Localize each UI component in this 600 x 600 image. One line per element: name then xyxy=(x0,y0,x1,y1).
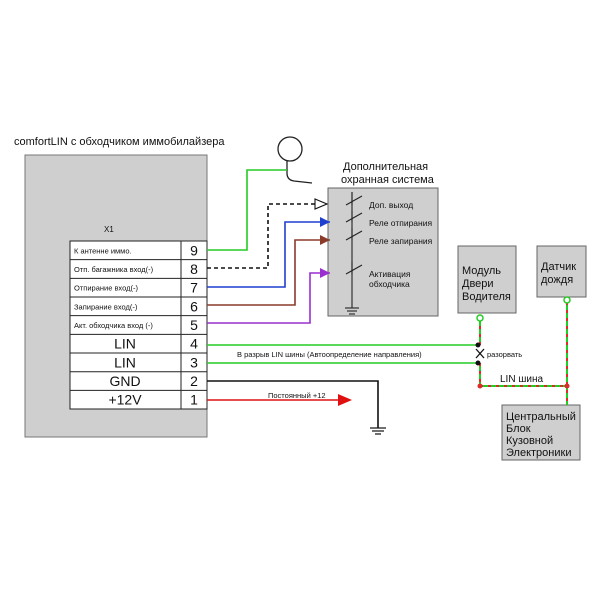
driver-door-line1: Модуль xyxy=(462,265,501,277)
wire-lock xyxy=(207,239,330,306)
wire-trunk xyxy=(207,203,315,269)
central-line4: Электроники xyxy=(506,447,571,459)
pin-number: 2 xyxy=(190,373,198,389)
relay-contacts xyxy=(345,192,363,315)
pin-number: 1 xyxy=(190,392,198,408)
central-line2: Блок xyxy=(506,423,531,435)
pin-number: 4 xyxy=(190,336,198,352)
central-body-module xyxy=(501,404,581,461)
diagram-title: comfortLIN с обходчиком иммобилайзера xyxy=(14,136,225,148)
connector-name: X1 xyxy=(104,225,114,234)
pin-label: GND xyxy=(109,373,140,389)
cut-mark-icon xyxy=(475,348,485,359)
label-lin-bus: LIN шина xyxy=(500,374,543,385)
wires xyxy=(207,169,478,428)
pin-label: К антенне иммо. xyxy=(74,246,132,255)
pin-number: 9 xyxy=(190,242,198,258)
rain-sensor-line2: дождя xyxy=(541,274,573,286)
driver-door-line2: Двери xyxy=(462,278,494,290)
antenna-icon xyxy=(277,136,313,184)
pin-label: +12V xyxy=(108,392,142,408)
pin-label: LIN xyxy=(114,354,136,370)
security-item-activation: Активация xyxy=(369,269,411,279)
arrow-lock xyxy=(320,235,330,245)
wire-gnd xyxy=(207,380,379,428)
security-item-bypass: обходчика xyxy=(369,279,410,289)
arrow-plus12 xyxy=(338,394,352,406)
arrow-trunk xyxy=(314,198,329,210)
security-title-line2: охранная система xyxy=(341,174,435,186)
driver-door-module xyxy=(457,245,517,314)
wire-bypass xyxy=(207,272,330,324)
security-item-unlock-relay: Реле отпирания xyxy=(369,218,432,228)
node-rain-sensor xyxy=(563,296,571,304)
ground-icon xyxy=(370,427,386,435)
arrow-unlock xyxy=(320,217,330,227)
security-item-extra-output: Доп. выход xyxy=(369,200,413,210)
pin-number: 3 xyxy=(190,354,198,370)
security-title-line1: Дополнительная xyxy=(343,161,428,173)
pin-number: 8 xyxy=(190,261,198,277)
security-item-lock-relay: Реле запирания xyxy=(369,236,433,246)
label-lin-break: В разрыв LIN шины (Автоопределение напра… xyxy=(237,350,422,359)
pin-label: Отпирание вход(-) xyxy=(74,284,138,293)
pin-label: Акт. обходчика вход (-) xyxy=(74,321,153,330)
connector-row-dividers xyxy=(70,259,207,391)
wire-unlock xyxy=(207,221,330,288)
connector-label-column xyxy=(69,240,182,410)
pin-number: 6 xyxy=(190,298,198,314)
security-system-box xyxy=(327,187,439,317)
node-lin-rain-junction xyxy=(564,383,570,389)
pin-number: 5 xyxy=(190,317,198,333)
connector-number-column xyxy=(180,240,208,410)
central-line1: Центральный xyxy=(506,411,576,423)
rain-sensor-module xyxy=(536,245,587,298)
label-constant-12v: Постоянный +12 xyxy=(268,391,326,400)
arrow-bypass xyxy=(320,268,330,278)
node-lin-4 xyxy=(475,342,481,348)
wire-antenna xyxy=(207,169,287,251)
node-lin-3 xyxy=(475,360,481,366)
pin-label: Отп. багажника вход(-) xyxy=(74,265,154,274)
central-line3: Кузовной xyxy=(506,435,553,447)
driver-door-line3: Водителя xyxy=(462,291,511,303)
rain-sensor-line1: Датчик xyxy=(541,261,576,273)
pin-label: LIN xyxy=(114,336,136,352)
node-driver-door xyxy=(476,314,484,322)
pin-label: Запирание вход(-) xyxy=(74,302,138,311)
label-cut: разорвать xyxy=(487,350,522,359)
node-lin-junction xyxy=(477,383,483,389)
pin-number: 7 xyxy=(190,280,198,296)
